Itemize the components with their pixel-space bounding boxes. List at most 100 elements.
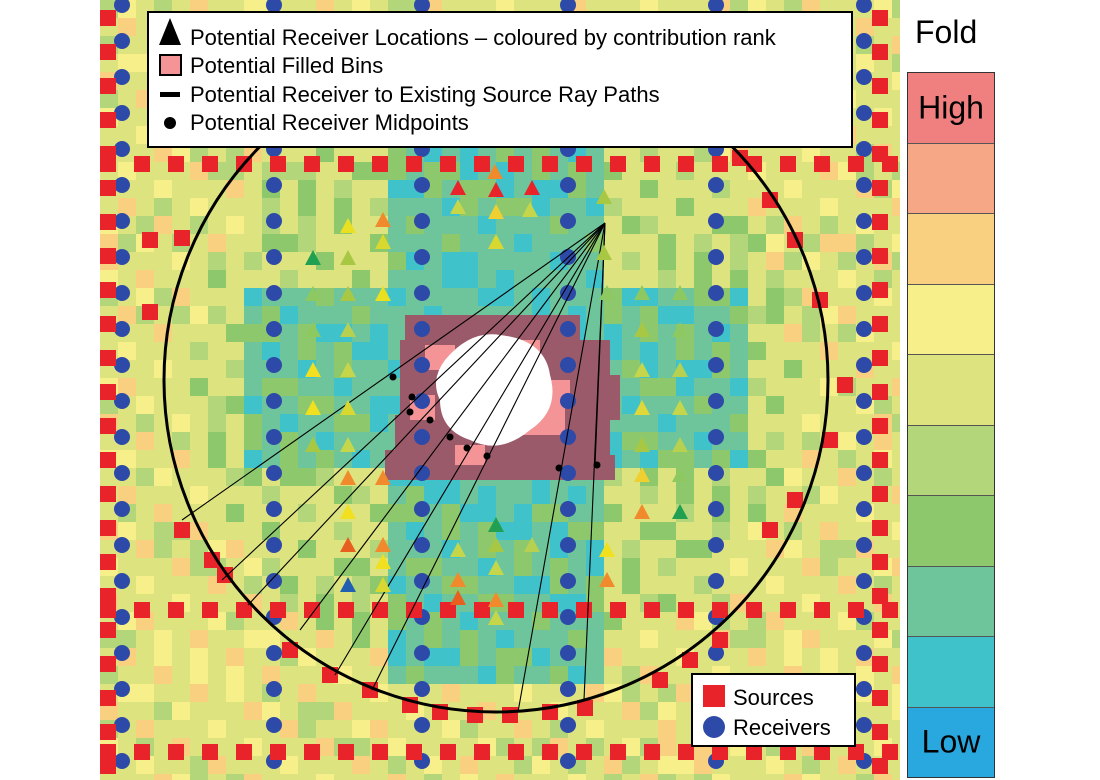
fold-cell [622, 306, 640, 324]
fold-cell [640, 414, 658, 432]
fold-cell [514, 720, 532, 738]
source-point [100, 350, 116, 366]
source-point [270, 156, 286, 172]
fold-cell [802, 774, 820, 780]
fold-cell [118, 522, 136, 540]
fold-cell [838, 468, 856, 486]
potential-receiver-triangle [305, 250, 321, 265]
receiver-point [856, 33, 872, 49]
receiver-point [266, 429, 282, 445]
fold-cell [136, 576, 154, 594]
source-point [872, 316, 888, 332]
source-point [508, 156, 524, 172]
receiver-point [414, 429, 430, 445]
potential-receiver-triangle [375, 554, 391, 569]
receiver-point [856, 393, 872, 409]
fold-cell [802, 234, 820, 252]
potential-receiver-triangle [672, 437, 688, 452]
source-point [872, 78, 888, 94]
potential-receiver-triangle [488, 517, 504, 532]
fold-cell [568, 198, 586, 216]
fold-cell [406, 270, 424, 288]
fold-cell [352, 432, 370, 450]
fold-cell [532, 558, 550, 576]
fold-cell [460, 774, 478, 780]
fold-cell [820, 198, 838, 216]
source-point [872, 690, 888, 706]
source-point [338, 156, 354, 172]
fold-cell [748, 450, 766, 468]
fold-cell [118, 18, 136, 36]
source-point [712, 156, 728, 172]
fold-cell [730, 324, 748, 342]
fold-cell [442, 648, 460, 666]
potential-receiver-triangle [375, 470, 391, 485]
fold-cell [514, 666, 532, 684]
fold-cell [406, 522, 424, 540]
potential-receiver-triangle [340, 322, 356, 337]
fold-cell [640, 450, 658, 468]
fold-cell [280, 396, 298, 414]
fold-cell [388, 774, 406, 780]
fold-cell [460, 252, 478, 270]
receiver-point [560, 465, 576, 481]
fold-cell [352, 612, 370, 630]
fold-cell [532, 540, 550, 558]
fold-cell [586, 180, 604, 198]
receiver-midpoint [389, 373, 397, 381]
receiver-point [560, 573, 576, 589]
potential-receiver-triangle [340, 504, 356, 519]
fold-cell [190, 558, 208, 576]
potential-receiver-triangle [488, 560, 504, 575]
fold-cell [514, 684, 532, 702]
fold-cell [622, 684, 640, 702]
fold-cell [226, 216, 244, 234]
source-point [542, 602, 558, 618]
fold-cell [622, 432, 640, 450]
fold-cell [694, 306, 712, 324]
fold-cell [892, 630, 900, 648]
potential-receiver-triangle [305, 322, 321, 337]
potential-receiver-triangle [522, 202, 538, 217]
fold-cell [676, 342, 694, 360]
fold-cell [460, 558, 478, 576]
potential-receiver-triangle [340, 437, 356, 452]
fold-cell [370, 198, 388, 216]
source-point [872, 724, 888, 740]
fold-cell [460, 576, 478, 594]
fold-cell [244, 396, 262, 414]
fold-cell [514, 288, 532, 306]
source-legend-icon [703, 685, 725, 707]
fold-cell [550, 270, 568, 288]
fold-cell [784, 180, 802, 198]
potential-receiver-triangle [340, 286, 356, 301]
source-point [338, 602, 354, 618]
fold-cell [694, 288, 712, 306]
source-point [406, 744, 422, 760]
fold-cell [280, 414, 298, 432]
fold-cell [298, 306, 316, 324]
receiver-point [414, 645, 430, 661]
fold-cell [298, 684, 316, 702]
fold-cell [892, 198, 900, 216]
fold-cell [352, 324, 370, 342]
fold-cell [316, 414, 334, 432]
fold-cell [730, 378, 748, 396]
fold-cell [766, 432, 784, 450]
fold-cell [442, 234, 460, 252]
fold-cell [532, 630, 550, 648]
fold-cell [892, 522, 900, 540]
source-point [644, 744, 660, 760]
fold-cell [838, 306, 856, 324]
fold-cell [802, 432, 820, 450]
fold-cell [352, 450, 370, 468]
receiver-point [414, 501, 430, 517]
fold-cell [676, 684, 694, 702]
source-point [174, 522, 190, 538]
source-point [610, 602, 626, 618]
receiver-point [708, 249, 724, 265]
fold-cell [370, 432, 388, 450]
source-point [304, 744, 320, 760]
fold-cell [478, 540, 496, 558]
potential-receiver-triangle [596, 189, 612, 204]
